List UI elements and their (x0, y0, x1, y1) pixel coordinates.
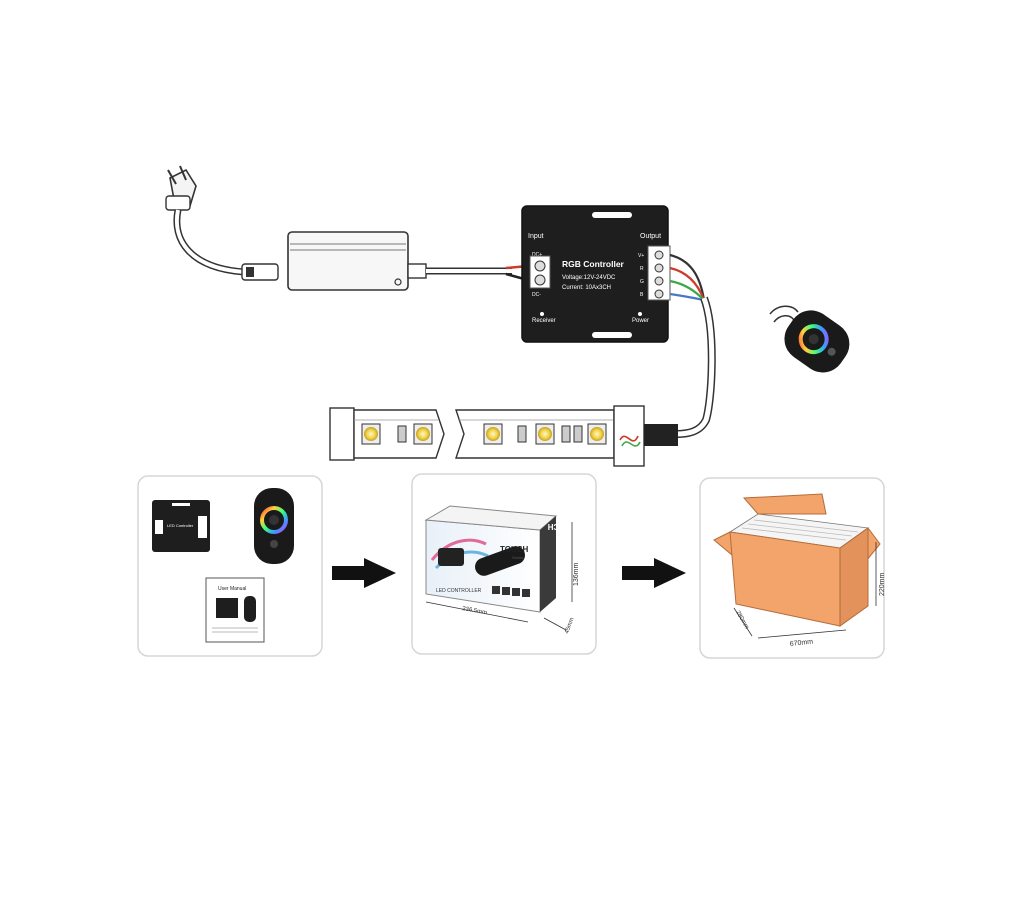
user-manual: User Manual (205, 577, 265, 643)
controller-title: RGB Controller (562, 259, 625, 269)
controller-current: Current: 10Ax3CH (562, 285, 611, 291)
user-manual-title: User Manual (218, 586, 246, 592)
input-label: Input (528, 233, 544, 240)
shipping-carton (713, 493, 881, 627)
led-chip (416, 427, 430, 441)
receiver-label: Receiver (532, 318, 556, 324)
output-label: Output (640, 233, 661, 240)
ac-cable (173, 209, 245, 276)
output-terminal (647, 245, 671, 301)
retail-box-brand: TOUCH (500, 545, 529, 554)
ac-plug (165, 165, 197, 212)
retail-box-side-text: TOUCH (547, 522, 576, 531)
arrow-right-icon (332, 558, 396, 588)
output-pin-v: V+ (638, 253, 644, 259)
retail-box-depth-dim: 45mm (564, 617, 575, 635)
dc-plus-label: DC+ (532, 252, 542, 258)
dc-minus-label: DC- (532, 292, 541, 298)
packaged-remote (254, 488, 294, 564)
rgb-controller: Input Output DC+ DC- RGB Controller Volt… (521, 205, 671, 343)
power-adapter (241, 231, 427, 291)
shipping-carton-height-dim: 220mm (879, 572, 886, 596)
retail-box-width-dim: 236.5mm (462, 606, 488, 616)
retail-box-brand-sub: Series (512, 555, 523, 560)
led-chip (364, 427, 378, 441)
output-pin-r: R (640, 266, 644, 272)
shipping-carton-width-dim: 670mm (789, 639, 813, 648)
controller-voltage: Voltage:12V-24VDC (562, 275, 616, 281)
packaged-controller-label: LED Controller (167, 523, 194, 528)
touch-remote-icon (769, 305, 850, 373)
led-strip (329, 405, 678, 467)
led-chip (538, 427, 552, 441)
led-chip (486, 427, 500, 441)
packaged-controller: LED Controller (152, 500, 210, 552)
output-wires (669, 253, 706, 302)
retail-box: TOUCH TOUCH Series LED CONTROLLER (424, 505, 576, 613)
retail-box-product-line: LED CONTROLLER (436, 588, 482, 594)
retail-box-dimensions: 136mm 45mm 236.5mm (425, 522, 580, 635)
output-pin-b: B (640, 292, 644, 298)
retail-box-height-dim: 136mm (573, 562, 580, 586)
power-label: Power (632, 318, 649, 324)
output-pin-g: G (640, 279, 644, 285)
arrow-right-icon (622, 558, 686, 588)
led-chip (590, 427, 604, 441)
